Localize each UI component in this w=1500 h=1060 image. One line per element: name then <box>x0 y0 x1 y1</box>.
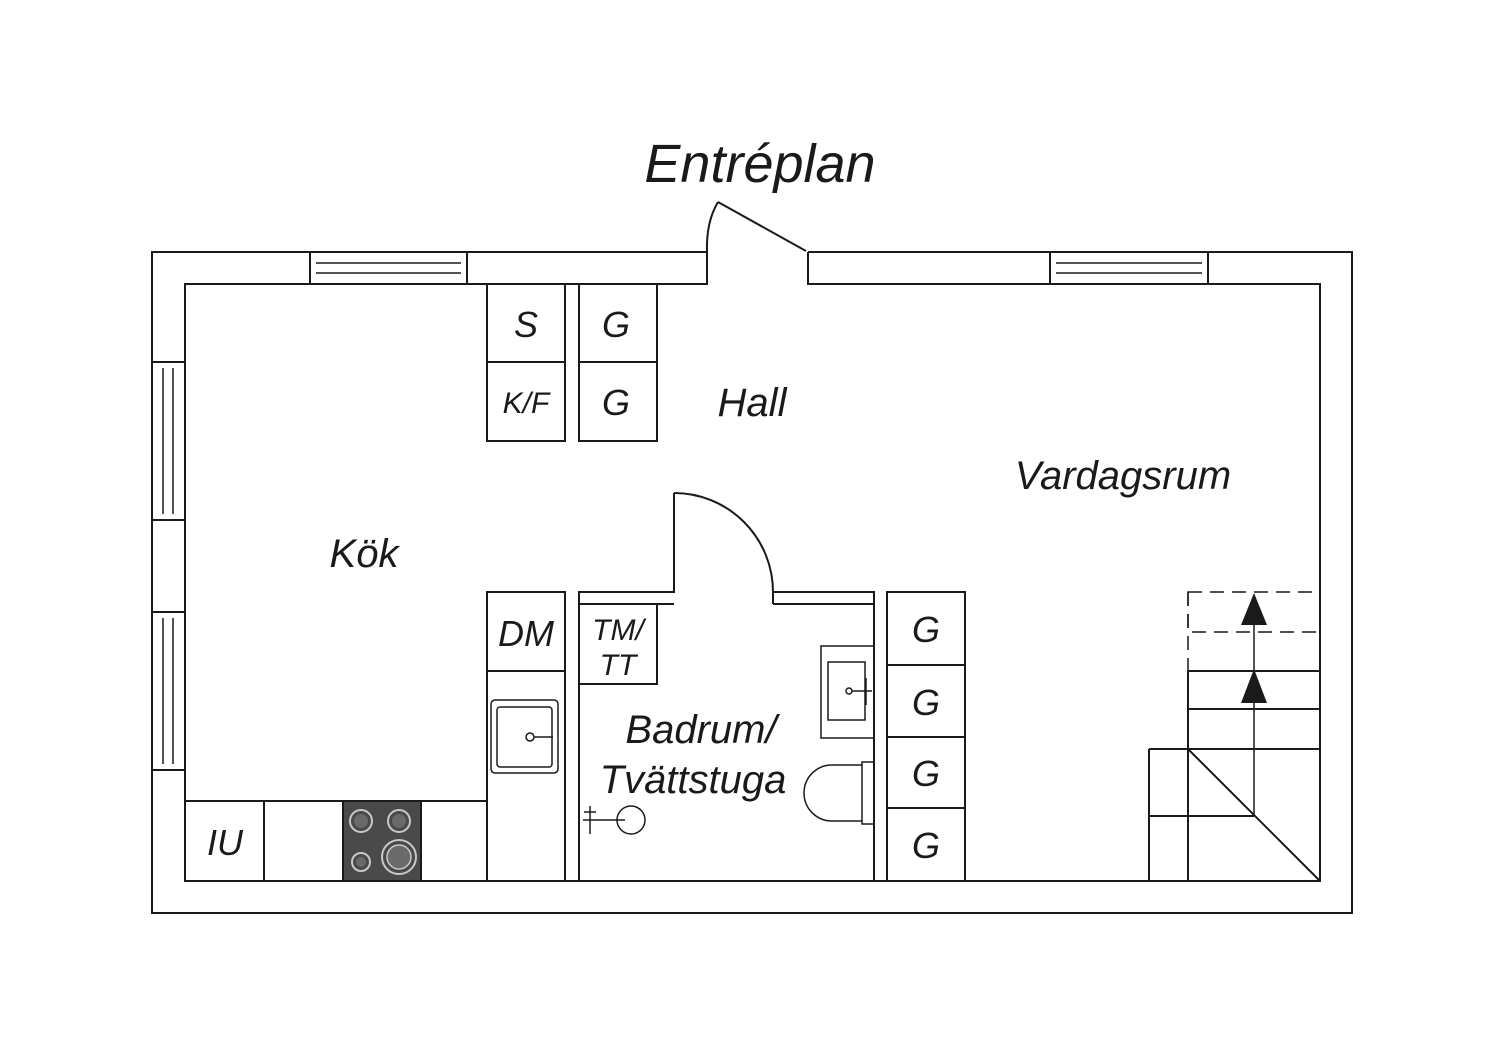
bathroom-walls <box>578 493 875 881</box>
washer-dryer <box>578 603 658 685</box>
stair-arrow-icon <box>1241 593 1267 625</box>
fixture-label-bath-g1: G <box>912 609 940 650</box>
window-left-upper <box>151 361 186 521</box>
fixture-label-s: S <box>514 304 538 345</box>
plan-title: Entréplan <box>644 134 875 194</box>
fixture-label-bath-g4: G <box>912 825 940 866</box>
room-label-tvattstuga: Tvättstuga <box>600 758 787 802</box>
living-storage <box>886 591 966 882</box>
exterior-walls <box>151 251 1353 914</box>
toilet-icon <box>803 761 875 825</box>
fixture-label-bath-g3: G <box>912 753 940 794</box>
window-left-lower <box>151 611 186 771</box>
kitchen-sink-icon <box>490 699 559 774</box>
stair-arrow-icon <box>1241 669 1267 703</box>
fixture-label-iu: IU <box>207 822 244 863</box>
room-label-kok: Kök <box>330 532 401 576</box>
room-label-hall: Hall <box>718 381 788 425</box>
fixture-label-dm: DM <box>498 613 554 654</box>
room-label-vardagsrum: Vardagsrum <box>1015 454 1231 498</box>
fixture-label-hall-g2: G <box>602 382 630 423</box>
staircase <box>1148 591 1321 882</box>
window-top-right <box>1049 251 1209 285</box>
entrance-door <box>705 201 807 253</box>
fixture-label-tm: TM/ <box>592 614 646 647</box>
room-label-badrum: Badrum/ <box>625 708 780 752</box>
window-top-left <box>309 251 468 285</box>
bathroom-sink-icon <box>820 645 875 739</box>
fixture-label-hall-g1: G <box>602 304 630 345</box>
fixture-label-kf: K/F <box>503 387 551 420</box>
hall-storage <box>486 283 658 442</box>
fixture-label-bath-g2: G <box>912 682 940 723</box>
bathroom-door <box>673 492 774 593</box>
fixture-label-tt: TT <box>600 649 639 682</box>
shower-icon <box>583 805 646 835</box>
stove-icon <box>342 800 422 882</box>
